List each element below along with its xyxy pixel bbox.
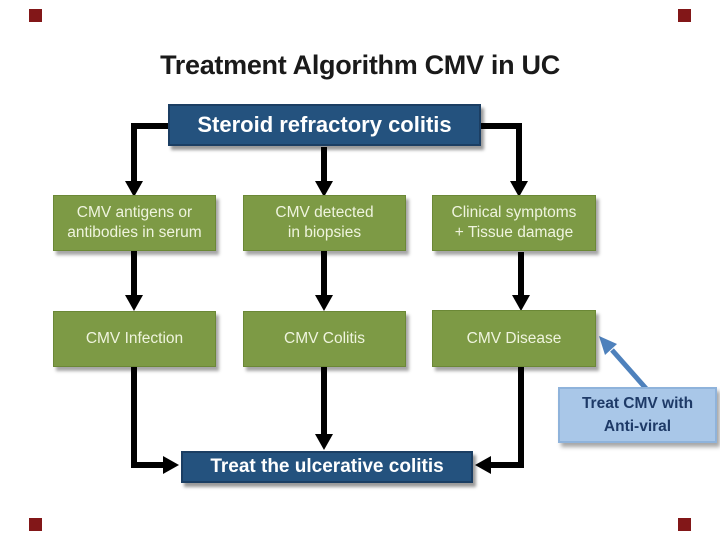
node-label-line1: Clinical symptoms (451, 204, 577, 222)
arrow-root-to-serum (125, 123, 169, 197)
node-cmv-antigens-serum: CMV antigens or antibodies in serum (53, 195, 216, 251)
slide-title: Treatment Algorithm CMV in UC (160, 50, 560, 80)
arrow-colitis-to-treat (315, 366, 333, 450)
node-label-line1: CMV antigens or (76, 204, 193, 222)
node-label: CMV Disease (466, 329, 562, 347)
arrow-biopsies-to-colitis (315, 251, 333, 311)
node-cmv-colitis: CMV Colitis (243, 311, 406, 367)
arrow-root-to-symptoms (480, 123, 528, 197)
node-label: Treat the ulcerative colitis (210, 456, 444, 477)
node-steroid-refractory-colitis: Steroid refractory colitis (168, 104, 481, 146)
arrow-infection-to-treat (131, 366, 179, 474)
callout-treat-cmv-antiviral: Treat CMV with Anti-viral (558, 387, 717, 443)
corner-marker-top-right (678, 9, 691, 22)
node-label: CMV Infection (85, 330, 184, 348)
node-label: Steroid refractory colitis (197, 112, 452, 137)
corner-marker-bottom-right (678, 518, 691, 531)
node-treat-ulcerative-colitis: Treat the ulcerative colitis (181, 451, 473, 483)
node-cmv-detected-biopsies: CMV detected in biopsies (243, 195, 406, 251)
corner-marker-bottom-left (29, 518, 42, 531)
node-label-line2: in biopsies (287, 224, 362, 241)
node-clinical-symptoms-tissue-damage: Clinical symptoms + Tissue damage (432, 195, 596, 251)
node-label-line2: + Tissue damage (454, 224, 574, 241)
arrow-root-to-biopsies (315, 147, 333, 197)
node-label-line2: antibodies in serum (67, 224, 202, 241)
arrow-symptoms-to-disease (512, 252, 530, 311)
arrow-serum-to-infection (125, 251, 143, 311)
node-label-line1: CMV detected (275, 204, 374, 222)
node-cmv-infection: CMV Infection (53, 311, 216, 367)
callout-line2: Anti-viral (603, 418, 672, 435)
arrow-antiviral-to-disease (599, 336, 652, 395)
callout-line1: Treat CMV with (581, 394, 694, 412)
corner-marker-top-left (29, 9, 42, 22)
node-label: CMV Colitis (284, 330, 365, 348)
arrow-disease-to-treat (475, 366, 524, 474)
node-cmv-disease: CMV Disease (432, 310, 596, 367)
